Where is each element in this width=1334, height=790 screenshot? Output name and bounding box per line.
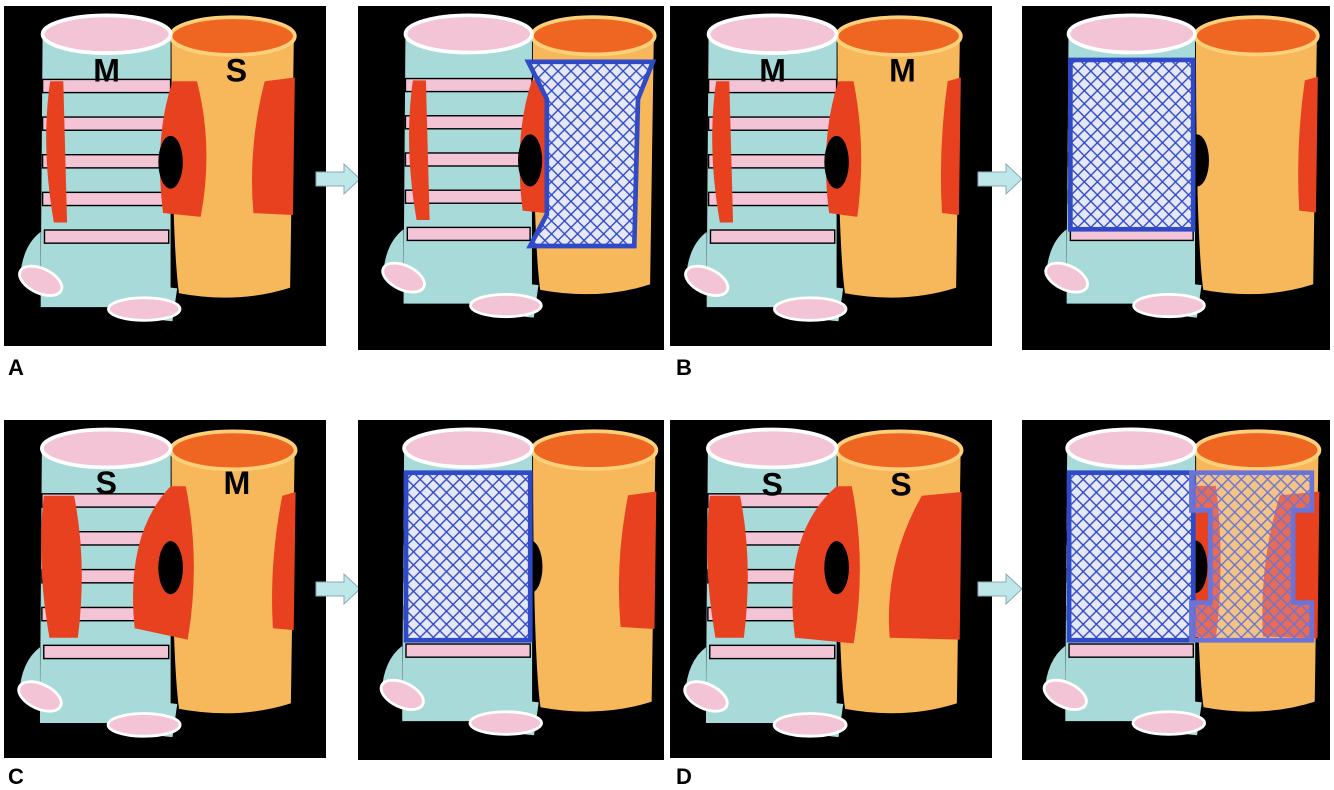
label-right-tube: M	[223, 465, 250, 501]
panel-a-before: M S	[4, 6, 326, 346]
label-right-tube: S	[890, 467, 911, 503]
panel-c-after	[358, 420, 664, 760]
label-left-tube: S	[762, 467, 783, 503]
arrow-icon	[314, 572, 362, 606]
arrow-icon	[314, 162, 362, 196]
fistula	[158, 136, 182, 189]
panel-d-after	[1022, 420, 1330, 760]
arrow-icon	[976, 162, 1024, 196]
label-left-tube: S	[96, 465, 117, 501]
diagram-c-before: S M	[4, 420, 324, 740]
panel-d-before: S S	[670, 420, 992, 758]
panel-b-before: M M	[670, 6, 992, 346]
stent-mesh-esophagus	[1191, 473, 1311, 641]
diagram-b-before: M M	[670, 6, 990, 326]
label-right-tube: M	[889, 52, 916, 88]
diagram-d-before: S S	[670, 420, 990, 740]
diagram-a-after	[358, 6, 678, 326]
panel-letter-d: D	[676, 764, 692, 790]
label-right-tube: S	[226, 52, 247, 88]
panel-letter-a: A	[8, 355, 24, 381]
panel-c-before: S M	[4, 420, 326, 758]
stent-mesh	[406, 473, 530, 641]
label-left-tube: M	[93, 52, 120, 88]
stent-mesh-trachea	[1069, 473, 1193, 641]
panel-letter-b: B	[676, 355, 692, 381]
arrow-icon	[976, 572, 1024, 606]
diagram-c-after	[358, 420, 678, 740]
diagram-b-after	[1022, 6, 1334, 326]
diagram-d-after	[1022, 420, 1334, 740]
panel-a-after	[358, 6, 664, 350]
label-left-tube: M	[759, 52, 786, 88]
diagram-a-before: M S	[4, 6, 324, 326]
stent-mesh	[1070, 60, 1193, 229]
stent-mesh	[528, 62, 653, 246]
panel-b-after	[1022, 6, 1330, 350]
panel-letter-c: C	[8, 764, 24, 790]
